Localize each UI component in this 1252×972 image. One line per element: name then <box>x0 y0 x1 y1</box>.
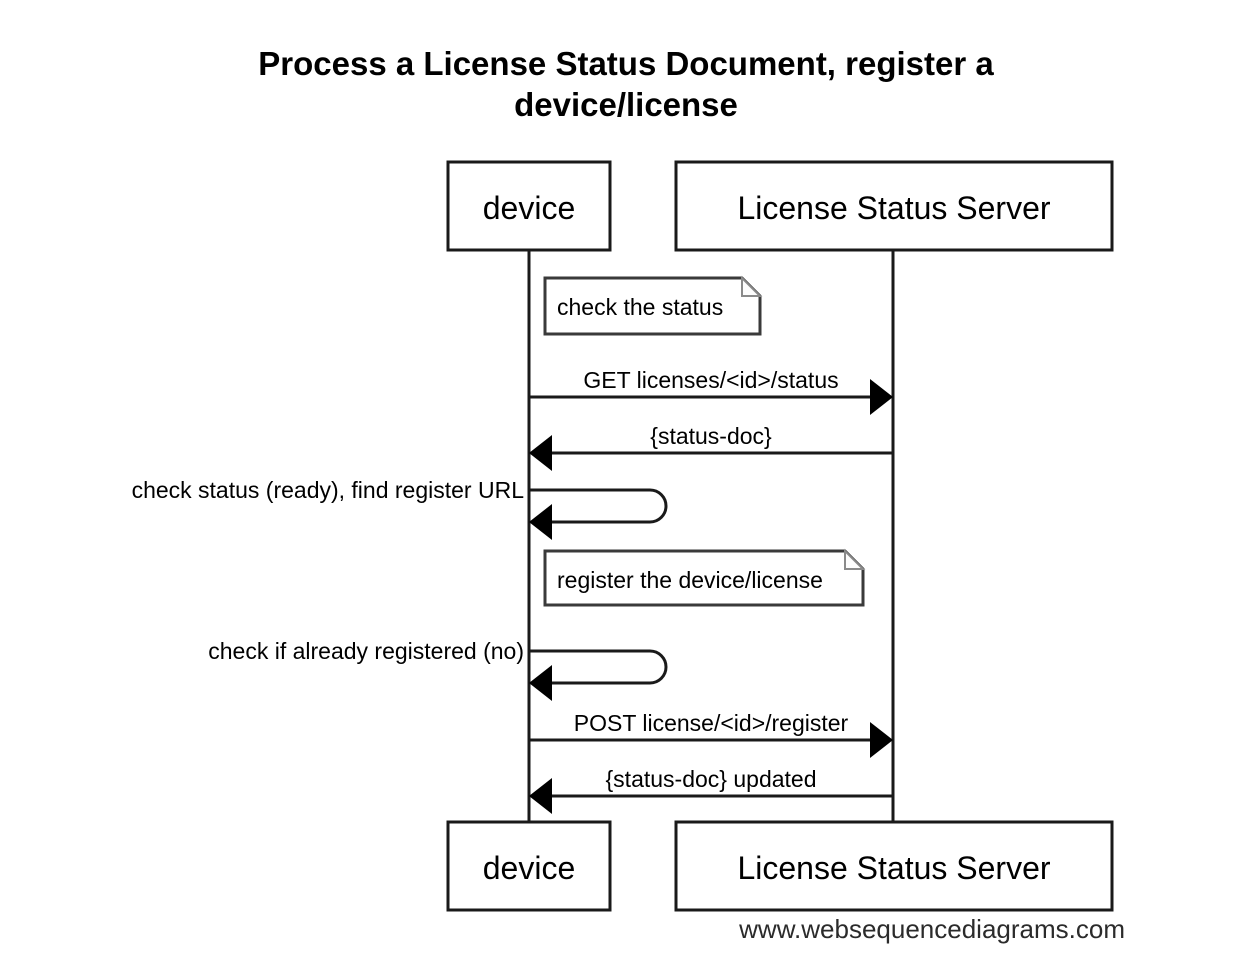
message-self-check-status-label: check status (ready), find register URL <box>132 477 525 503</box>
diagram-title-line-1: Process a License Status Document, regis… <box>258 45 994 82</box>
arrowhead-right-icon <box>870 722 893 758</box>
participant-box-server-top[interactable] <box>674 160 1114 252</box>
message-self-check-status-loop <box>529 488 668 524</box>
message-post-register-label: POST license/<id>/register <box>574 710 849 736</box>
note-check-status-label: check the status <box>557 294 723 320</box>
participant-label-device-bottom: device <box>483 850 576 886</box>
participant-device-bottom[interactable]: device <box>446 820 612 912</box>
message-self-check-status: check status (ready), find register URL <box>132 477 668 540</box>
note-check-status: check the status <box>543 275 763 336</box>
arrowhead-left-icon <box>529 435 552 471</box>
message-status-doc-updated: {status-doc} updated <box>529 766 893 814</box>
message-self-check-registered: check if already registered (no) <box>208 638 668 701</box>
message-post-register: POST license/<id>/register <box>529 710 893 758</box>
participant-box-server-bottom[interactable] <box>674 820 1114 912</box>
participant-server-top[interactable]: License Status Server <box>674 160 1114 252</box>
message-status-doc-label: {status-doc} <box>650 423 772 449</box>
arrowhead-left-icon <box>529 778 552 814</box>
message-get-status-label: GET licenses/<id>/status <box>583 367 838 393</box>
arrowhead-right-icon <box>870 379 893 415</box>
diagram-title-line-2: device/license <box>514 86 738 123</box>
note-register-device-label: register the device/license <box>557 567 823 593</box>
message-status-doc-updated-label: {status-doc} updated <box>606 766 817 792</box>
arrowhead-self-left-icon <box>529 504 552 540</box>
note-register-device: register the device/license <box>543 548 866 607</box>
note-register-device-shape <box>543 549 865 607</box>
participant-box-device-bottom[interactable] <box>446 820 612 912</box>
message-status-doc: {status-doc} <box>529 423 893 471</box>
message-self-check-registered-loop <box>529 649 668 685</box>
note-fold-icon <box>741 275 763 297</box>
participant-label-server-bottom: License Status Server <box>737 850 1050 886</box>
note-check-status-shape <box>543 276 762 336</box>
message-self-check-registered-label: check if already registered (no) <box>208 638 524 664</box>
footer-watermark: www.websequencediagrams.com <box>738 914 1125 944</box>
participant-label-device-top: device <box>483 190 576 226</box>
participant-label-server-top: License Status Server <box>737 190 1050 226</box>
arrowhead-self-left-icon <box>529 665 552 701</box>
message-get-status: GET licenses/<id>/status <box>529 367 893 415</box>
participant-device-top[interactable]: device <box>446 160 612 252</box>
diagram-title: Process a License Status Document, regis… <box>258 45 994 123</box>
participant-server-bottom[interactable]: License Status Server <box>674 820 1114 912</box>
note-fold-icon <box>844 548 866 570</box>
participant-box-device-top[interactable] <box>446 160 612 252</box>
